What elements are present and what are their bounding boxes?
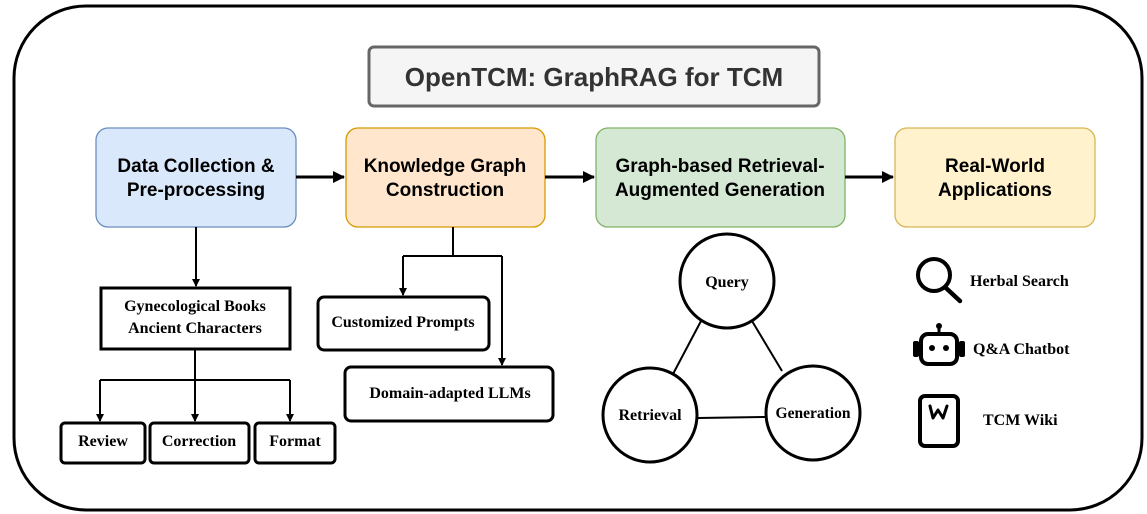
- rag-node-retrieval: Retrieval: [601, 366, 699, 464]
- kg-split-connector: [403, 227, 502, 257]
- stage-applications-line2: Applications: [938, 180, 1052, 201]
- stage-graph-rag-box: [595, 127, 846, 228]
- rag-query-label: Query: [705, 274, 749, 291]
- stage-graph-rag-line1: Graph-based Retrieval-: [615, 156, 824, 177]
- sources-box: Gynecological Books Ancient Characters: [99, 286, 292, 351]
- app-chatbot-label: Q&A Chatbot: [973, 341, 1070, 358]
- page-title: OpenTCM: GraphRAG for TCM: [405, 62, 783, 92]
- stage-kg-construction-box: [345, 127, 546, 228]
- step-format-label: Format: [269, 433, 321, 450]
- rag-node-generation: Generation: [764, 364, 862, 462]
- app-wiki-label: TCM Wiki: [983, 412, 1058, 429]
- rag-generation-label: Generation: [776, 405, 851, 422]
- step-review: Review: [59, 421, 147, 465]
- edge-retrieval-generation: [697, 416, 767, 419]
- rag-retrieval-label: Retrieval: [618, 407, 682, 424]
- stage-graph-rag: Graph-based Retrieval- Augmented Generat…: [595, 127, 846, 228]
- sources-line2: Ancient Characters: [128, 320, 262, 337]
- stage-data-collection: Data Collection & Pre-processing: [95, 127, 297, 228]
- step-format: Format: [253, 421, 337, 465]
- stage-kg-construction: Knowledge Graph Construction: [345, 127, 546, 228]
- stage-kg-construction-line1: Knowledge Graph: [364, 156, 527, 177]
- rag-node-query: Query: [678, 232, 776, 330]
- kg-llms-box: Domain-adapted LLMs: [343, 365, 555, 423]
- robot-icon: [913, 323, 965, 366]
- step-correction: Correction: [148, 421, 251, 465]
- stage-applications-box: [894, 127, 1096, 228]
- stage-graph-rag-line2: Augmented Generation: [615, 180, 825, 201]
- sources-line1: Gynecological Books: [124, 298, 266, 315]
- stage-data-collection-box: [95, 127, 297, 228]
- app-chatbot: Q&A Chatbot: [913, 323, 1070, 366]
- stage-applications: Real-World Applications: [894, 127, 1096, 228]
- wiki-icon: [918, 394, 960, 448]
- stage-kg-construction-line2: Construction: [386, 180, 504, 201]
- app-herbal-search: Herbal Search: [916, 257, 1069, 304]
- search-icon: [916, 257, 963, 304]
- edge-query-retrieval: [672, 320, 702, 375]
- app-wiki: TCM Wiki: [918, 394, 1058, 448]
- outer-frame: [12, 4, 1144, 512]
- app-herbal-search-label: Herbal Search: [970, 273, 1069, 290]
- title-box: OpenTCM: GraphRAG for TCM: [367, 45, 821, 108]
- kg-llms-label: Domain-adapted LLMs: [369, 385, 530, 402]
- kg-prompts-label: Customized Prompts: [331, 314, 474, 331]
- edge-query-generation: [751, 320, 783, 372]
- kg-prompts-box: Customized Prompts: [316, 295, 491, 352]
- step-review-label: Review: [78, 433, 128, 450]
- stage-data-collection-line1: Data Collection &: [117, 156, 275, 177]
- step-correction-label: Correction: [162, 433, 236, 450]
- stage-data-collection-line2: Pre-processing: [127, 180, 265, 201]
- stage-applications-line1: Real-World: [945, 156, 1045, 177]
